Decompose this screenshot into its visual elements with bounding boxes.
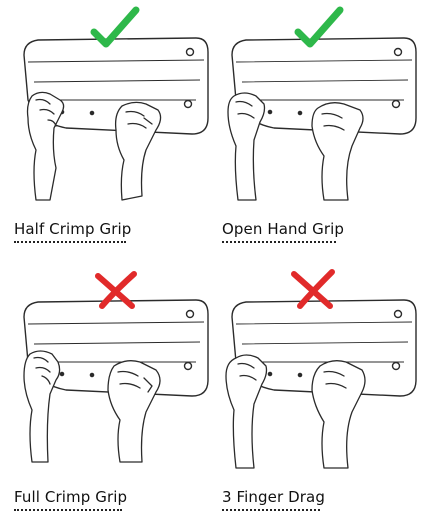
cross-icon — [95, 271, 137, 309]
hand-icon — [26, 91, 65, 201]
grip-panel-half-crimp: Half Crimp Grip — [6, 0, 211, 262]
hand-icon — [107, 360, 161, 463]
grip-panel-three-finger-drag: 3 Finger Drag — [214, 262, 419, 524]
hangboard-icon — [231, 37, 417, 135]
grip-panel-full-crimp: Full Crimp Grip — [6, 262, 211, 524]
grip-panel-open-hand: Open Hand Grip — [214, 0, 419, 262]
grip-label: 3 Finger Drag — [222, 488, 325, 506]
label-underline — [222, 241, 336, 243]
checkmark-icon — [294, 6, 344, 48]
grip-label: Full Crimp Grip — [14, 488, 128, 506]
hand-icon — [227, 92, 266, 201]
label-underline — [222, 509, 320, 511]
label-underline — [14, 509, 122, 511]
grip-label: Half Crimp Grip — [14, 220, 132, 238]
hand-icon — [23, 350, 61, 463]
checkmark-icon — [90, 6, 140, 48]
half-crimp-illustration — [23, 6, 209, 201]
three-finger-drag-illustration — [225, 269, 417, 469]
hand-icon — [114, 101, 162, 201]
full-crimp-illustration — [23, 271, 209, 463]
cross-icon — [291, 269, 335, 309]
hand-icon — [311, 102, 364, 201]
grip-label: Open Hand Grip — [222, 220, 344, 238]
open-hand-illustration — [227, 6, 417, 201]
hand-icon — [311, 360, 366, 469]
label-underline — [14, 241, 126, 243]
hand-icon — [225, 354, 268, 469]
